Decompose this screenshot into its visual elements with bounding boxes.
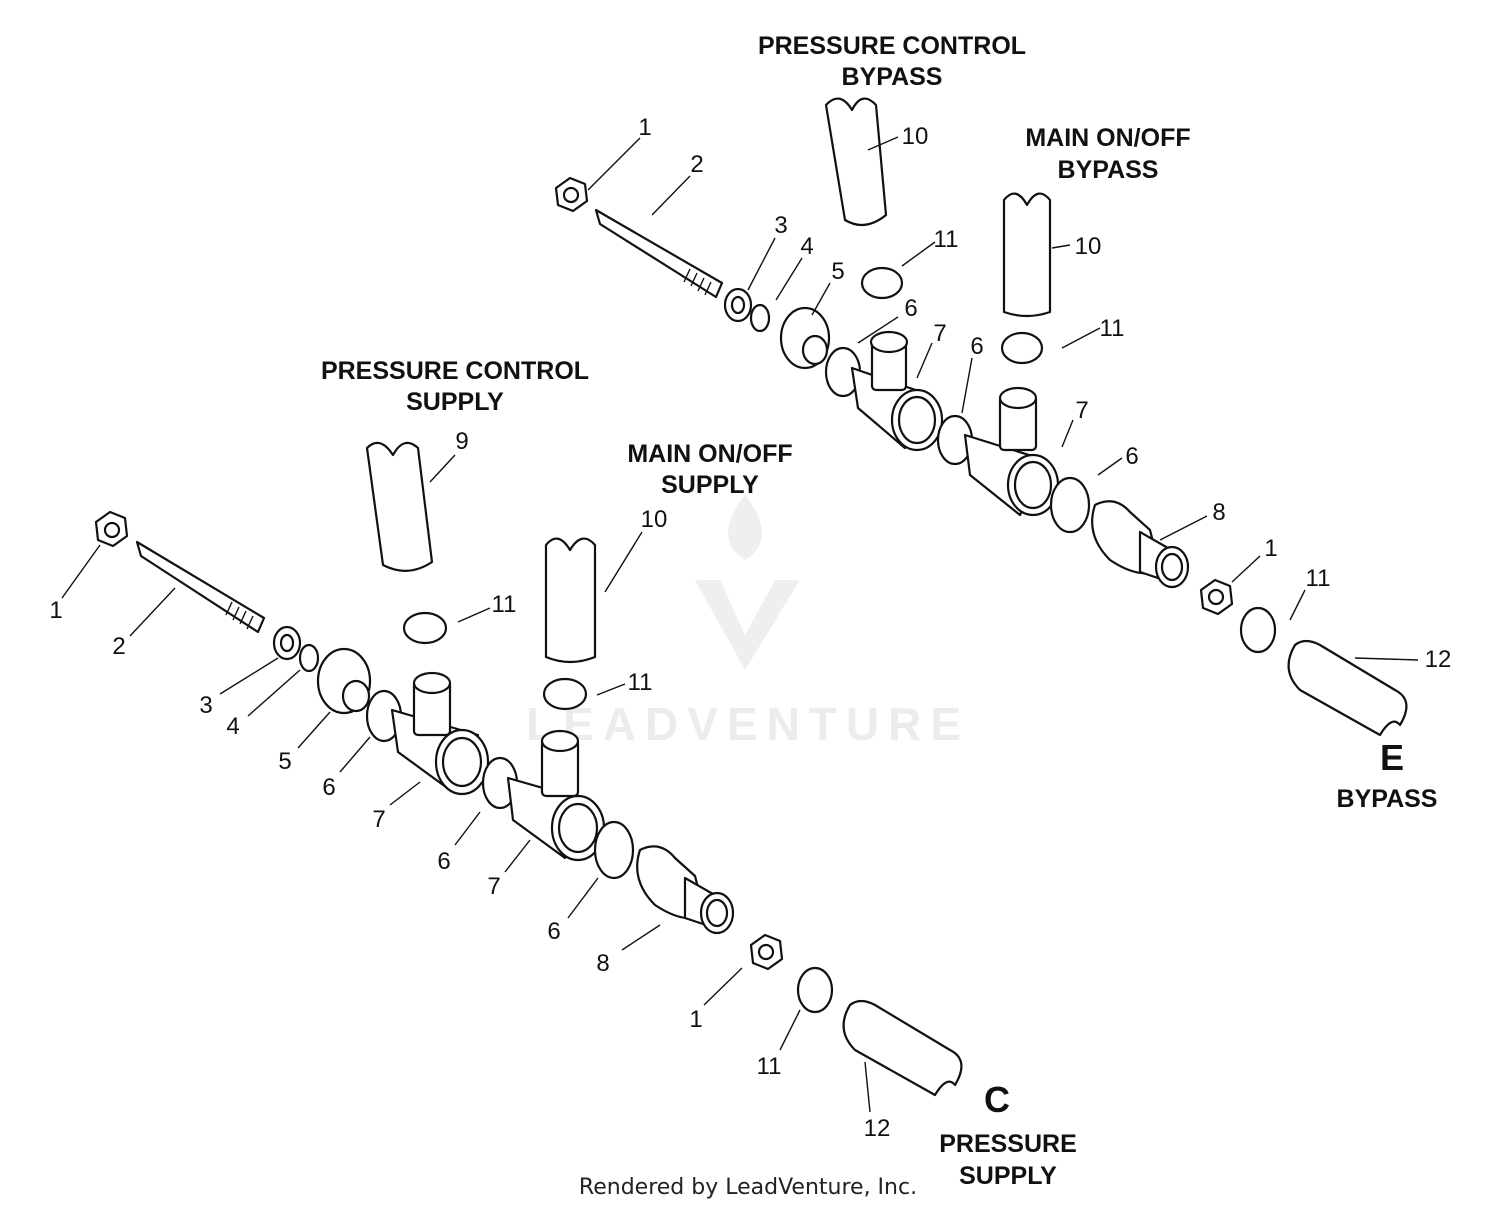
hex-nut-part [1199,578,1234,616]
bolt-part [594,208,724,299]
callout: 6 [970,333,983,360]
callout: 6 [904,295,917,322]
callout: 12 [1425,646,1452,673]
callout: 6 [322,774,335,801]
footer-credit: Rendered by LeadVenture, Inc. [579,1175,917,1200]
o-ring-part [749,303,771,333]
callout: 9 [455,428,468,455]
callout: 2 [690,151,703,178]
callout: 5 [831,258,844,285]
callout: 11 [628,669,653,696]
hex-nut-part [94,510,129,548]
pc-bypass-title-line2: BYPASS [842,63,943,91]
supply-letter: C [984,1079,1010,1120]
hose-part [842,999,963,1097]
bypass-label: BYPASS [1337,785,1438,813]
hex-nut-part [749,933,784,971]
o-ring-part [298,643,320,673]
hose-clamp-part [860,266,904,300]
end-cap-part [316,647,372,715]
hose-part [544,537,597,664]
o-ring-part [593,820,635,880]
logo-v-icon [695,580,800,670]
hose-part [824,97,888,227]
callout: 11 [492,591,517,618]
watermark-text: LEADVENTURE [526,698,970,750]
callout: 1 [689,1006,702,1033]
hose-clamp-part [1239,606,1277,654]
pc-supply-title-line1: PRESSURE CONTROL [321,357,589,385]
hose-clamp-part [796,966,834,1014]
callouts-upper: 1 2 3 4 5 6 7 6 7 6 8 1 11 12 10 10 11 1… [638,114,1451,673]
callout: 11 [757,1053,782,1080]
main-supply-title-line1: MAIN ON/OFF [627,440,792,468]
callout: 7 [933,320,946,347]
main-bypass-title-line1: MAIN ON/OFF [1025,124,1190,152]
callout: 4 [800,233,813,260]
bypass-letter: E [1380,737,1404,778]
pc-supply-title-line2: SUPPLY [406,388,504,416]
hose-clamp-part [1000,331,1044,365]
callout: 4 [226,713,239,740]
watermark: LEADVENTURE [526,495,970,750]
flame-icon [728,495,762,560]
callout: 7 [372,806,385,833]
hose-barb-part [1091,500,1190,589]
hose-part [1287,639,1408,737]
callout: 3 [774,212,787,239]
callout: 12 [864,1115,891,1142]
callout: 1 [49,597,62,624]
lower-assembly [94,441,963,1097]
callout: 6 [1125,443,1138,470]
callout: 11 [934,226,959,253]
end-cap-part [779,306,831,370]
callout: 5 [278,748,291,775]
tee-fitting-part [506,729,606,862]
hex-nut-part [554,176,589,213]
hose-part [1002,192,1052,318]
callout: 2 [112,633,125,660]
callout: 1 [638,114,651,141]
supply-label-line2: SUPPLY [959,1162,1057,1190]
callout: 6 [547,918,560,945]
callout: 7 [487,873,500,900]
hose-barb-part [636,845,735,935]
o-ring-part [1049,476,1091,534]
callout: 8 [1212,499,1225,526]
callout: 10 [641,506,668,533]
upper-assembly [554,97,1408,737]
tee-fitting-part [390,671,490,796]
tee-fitting-part [963,386,1060,517]
pc-bypass-title-line1: PRESSURE CONTROL [758,32,1026,60]
callout: 11 [1100,315,1125,342]
callout: 10 [1075,233,1102,260]
callout: 8 [596,950,609,977]
callouts-lower: 1 2 3 4 5 6 7 6 7 6 8 1 11 12 9 10 11 11 [49,428,890,1142]
hose-clamp-part [402,611,448,645]
main-bypass-title-line2: BYPASS [1058,156,1159,184]
hose-clamp-part [542,677,588,711]
bolt-part [135,540,266,634]
callout: 7 [1075,397,1088,424]
leader-lines [61,136,1419,1113]
callout: 3 [199,692,212,719]
group-titles: PRESSURE CONTROL BYPASS MAIN ON/OFF BYPA… [321,32,1438,1190]
hose-part [365,441,434,572]
callout: 6 [437,848,450,875]
main-supply-title-line2: SUPPLY [661,471,759,499]
callout: 10 [902,123,929,150]
callout: 1 [1264,535,1277,562]
callout: 11 [1306,565,1331,592]
supply-label-line1: PRESSURE [939,1130,1077,1158]
tee-fitting-part [850,330,944,452]
